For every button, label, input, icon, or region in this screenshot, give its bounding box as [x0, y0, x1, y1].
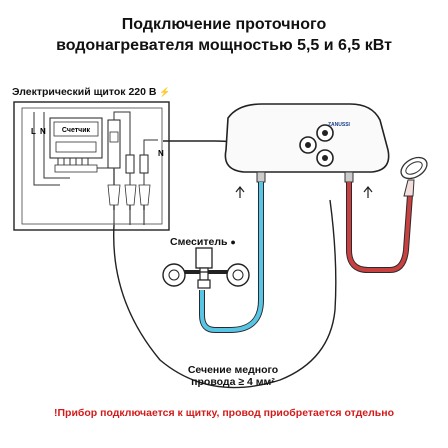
electrical-panel: Счетчик L N N	[13, 101, 170, 231]
arrow-up-icon	[235, 186, 245, 198]
wire-label-line-1: Сечение медного	[187, 364, 279, 376]
panel-label: Электрический щиток 220 В ⚡	[12, 86, 171, 98]
hot-water-pipe	[347, 182, 412, 272]
arrow-up-icon	[363, 186, 373, 198]
hot-pipe-outline	[346, 182, 413, 273]
heater-brand: ZANUSSI	[328, 122, 351, 128]
water-heater: ZANUSSI	[224, 103, 390, 183]
lightning-icon: ⚡	[159, 87, 171, 97]
panel-label-text: Электрический щиток 220 В	[12, 86, 157, 98]
terminal-l-label: L	[31, 127, 36, 136]
mixer-label-text: Смеситель	[170, 236, 228, 248]
wire-label-line-2: провода ≥ 4 мм²	[191, 376, 275, 388]
cold-water-pipe	[200, 182, 263, 332]
mixer	[162, 247, 250, 289]
meter-label: Счетчик	[62, 127, 91, 134]
terminal-n-right-label: N	[158, 149, 164, 158]
warning-note: !Прибор подключается к щитку, провод при…	[53, 407, 395, 419]
terminal-n-left-label: N	[40, 127, 46, 136]
wire-label: Сечение медного провода ≥ 4 мм²	[170, 364, 296, 388]
water-drop-icon: ●	[230, 237, 236, 247]
shower-head	[400, 156, 428, 197]
mixer-label: Смеситель ●	[170, 236, 236, 248]
page-title-line-1: Подключение проточного	[121, 16, 327, 33]
page-title-line-2: водонагревателя мощностью 5,5 и 6,5 кВт	[56, 37, 392, 54]
